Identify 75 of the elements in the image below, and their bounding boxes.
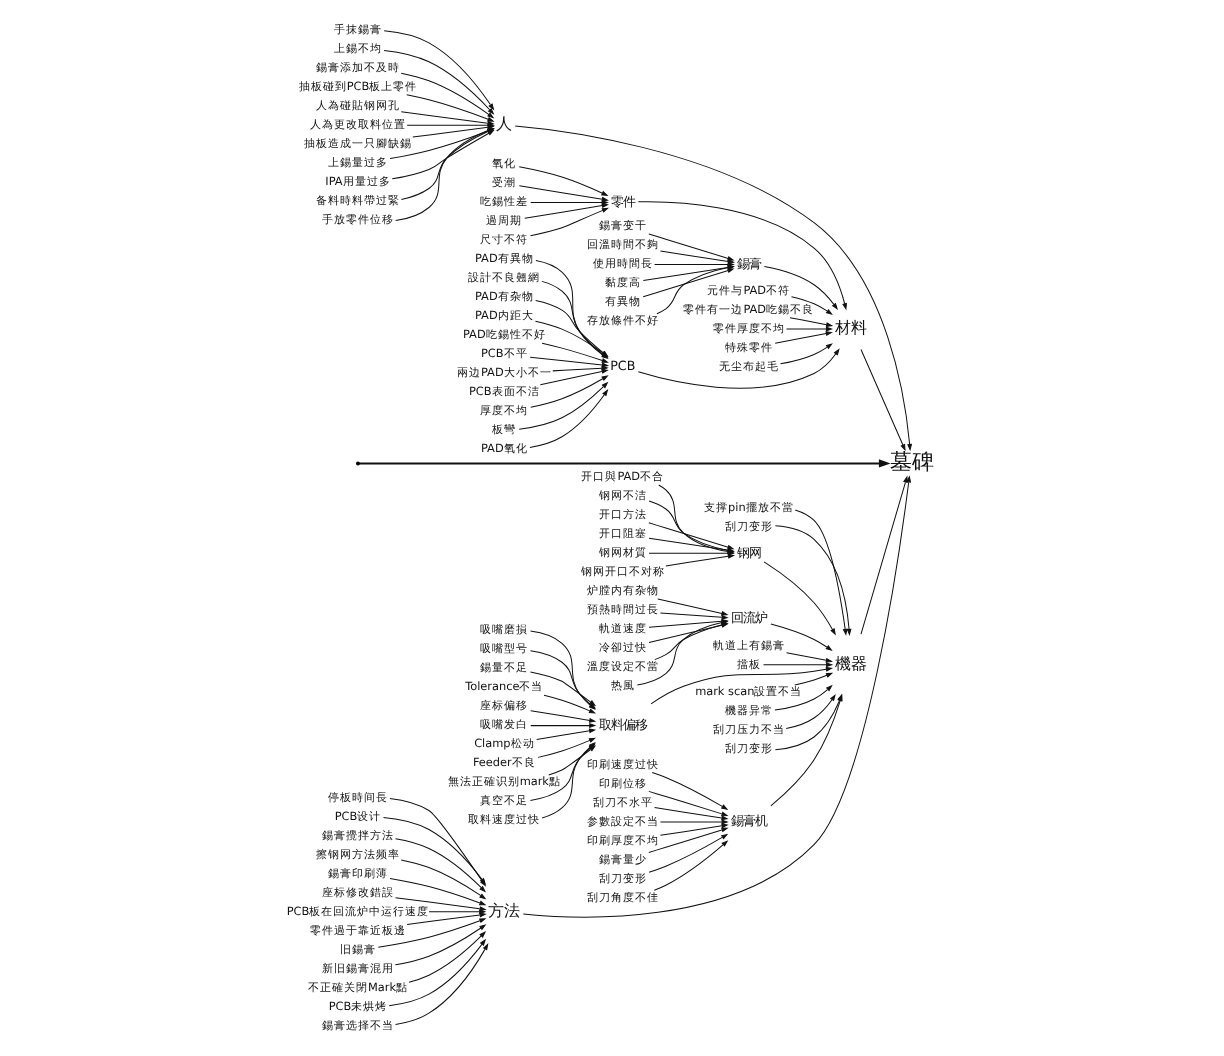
arrow (794, 672, 834, 686)
node-text: 人 (496, 113, 513, 134)
arrow (653, 840, 729, 891)
arrow (648, 833, 729, 873)
arrow (774, 684, 833, 711)
arrow (786, 652, 833, 663)
arrow (406, 94, 495, 122)
arrow (763, 561, 836, 636)
arrow (524, 203, 609, 219)
arrow (637, 201, 847, 311)
arrow (514, 125, 913, 452)
arrow (377, 918, 487, 948)
arrow (785, 694, 836, 730)
arrow (789, 317, 834, 328)
arrow (648, 827, 729, 853)
arrow (763, 266, 839, 310)
arrow (642, 268, 735, 298)
arrow (428, 909, 487, 915)
arrow (774, 693, 843, 751)
arrow (529, 389, 609, 448)
arrow (530, 199, 609, 205)
arrow (530, 207, 609, 237)
arrow (530, 710, 597, 723)
arrow (648, 522, 735, 550)
arrow (530, 375, 609, 408)
arrow (518, 166, 609, 197)
node-text: 材料 (834, 317, 867, 338)
arrow (656, 265, 735, 315)
arrow (654, 807, 729, 821)
arrow (774, 331, 833, 344)
arrow (518, 381, 609, 430)
arrow (648, 790, 729, 817)
arrow (395, 943, 489, 1025)
node-text: 方法 (488, 900, 521, 921)
arrow (388, 938, 486, 1007)
arrow (648, 622, 729, 643)
arrow (394, 924, 487, 966)
arrow (395, 897, 487, 912)
arrow (770, 623, 833, 652)
arrow (780, 343, 833, 365)
arrow (642, 265, 735, 282)
arrow (860, 349, 906, 452)
arrow (383, 50, 495, 115)
arrow (552, 365, 609, 372)
node-text: 機器 (834, 653, 867, 674)
arrow (790, 296, 833, 315)
arrow (648, 233, 735, 261)
arrow (529, 356, 610, 368)
arrow (529, 671, 597, 707)
arrow (665, 553, 736, 567)
arrow (359, 459, 891, 468)
arrow (794, 509, 848, 636)
arrow (654, 622, 729, 661)
arrow (659, 823, 729, 836)
arrow (659, 819, 729, 825)
arrow (763, 662, 834, 668)
arrow (536, 728, 597, 741)
arrow (651, 772, 729, 810)
arrow (786, 326, 833, 332)
arrow (657, 598, 729, 616)
arrow (539, 369, 609, 386)
arrow (518, 185, 609, 202)
node-text: 墓碑 (890, 448, 935, 475)
arrow (406, 912, 487, 926)
arrow (383, 30, 495, 111)
arrow (637, 348, 840, 389)
arrow (860, 475, 908, 635)
arrow (408, 931, 487, 983)
arrow (400, 72, 495, 119)
arrow (522, 475, 912, 918)
arrow (659, 612, 729, 620)
arrow (530, 723, 597, 729)
arrow (650, 666, 833, 705)
arrow (770, 694, 843, 807)
arrow (774, 525, 852, 636)
